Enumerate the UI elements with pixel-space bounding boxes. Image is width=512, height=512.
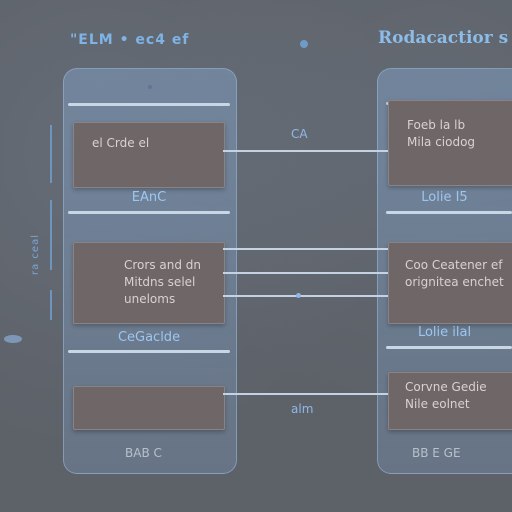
connector-label-1: CA	[291, 127, 308, 141]
left-box-3[interactable]	[73, 386, 225, 430]
left-divider	[68, 103, 230, 106]
header-right-title: Rodacactior s	[378, 28, 509, 48]
left-box-2-line-2: Mitdns selel	[124, 275, 196, 289]
right-box-3-line-2: Nile eolnet	[405, 397, 470, 411]
side-tick	[50, 200, 52, 270]
right-footer: BB E GE	[412, 446, 461, 460]
right-box-2[interactable]: Coo Ceatener ef orignitea enchet	[388, 242, 512, 324]
right-box-2-line-1: Coo Ceatener ef	[405, 258, 503, 272]
connector-node-icon	[296, 293, 301, 298]
left-divider	[68, 350, 230, 353]
side-tick	[50, 125, 52, 183]
right-section-label-2: Lolie ilal	[417, 325, 472, 340]
right-divider	[386, 346, 512, 349]
right-box-1-line-1: Foeb la lb	[407, 118, 466, 132]
left-section-label-1: EAnC	[131, 190, 167, 205]
left-divider	[68, 211, 230, 214]
side-tick	[50, 290, 52, 320]
connector-line	[223, 295, 388, 297]
left-box-1[interactable]: el Crde el	[73, 122, 225, 188]
right-box-1-line-2: Mila ciodog	[407, 135, 476, 149]
left-section-label-2: CeGaclde	[117, 330, 181, 345]
connector-line	[223, 393, 388, 395]
connector-line	[223, 150, 388, 152]
connector-label-2: alm	[291, 402, 314, 416]
right-box-3-line-1: Corvne Gedie	[405, 380, 487, 394]
left-box-2-line-1: Crors and dn	[124, 258, 202, 272]
header-dot-icon	[300, 40, 308, 48]
right-box-2-line-2: orignitea enchet	[405, 275, 504, 289]
side-marker-icon	[4, 335, 22, 343]
connector-line	[223, 272, 388, 274]
header-left-title: "ELM • ec4 ef	[70, 32, 190, 48]
left-box-2[interactable]: Crors and dn Mitdns selel uneloms	[73, 242, 225, 324]
panel-dot-icon	[148, 85, 152, 89]
right-divider	[386, 211, 512, 214]
side-label: ra ceal	[30, 234, 41, 275]
connector-line	[223, 248, 388, 250]
left-box-1-line-1: el Crde el	[92, 136, 150, 150]
right-box-3[interactable]: Corvne Gedie Nile eolnet	[388, 372, 512, 430]
left-box-2-line-3: uneloms	[124, 292, 176, 306]
right-box-1[interactable]: Foeb la lb Mila ciodog	[388, 100, 512, 186]
left-footer: BAB C	[125, 446, 162, 460]
right-section-label-1: Lolie I5	[421, 190, 468, 205]
